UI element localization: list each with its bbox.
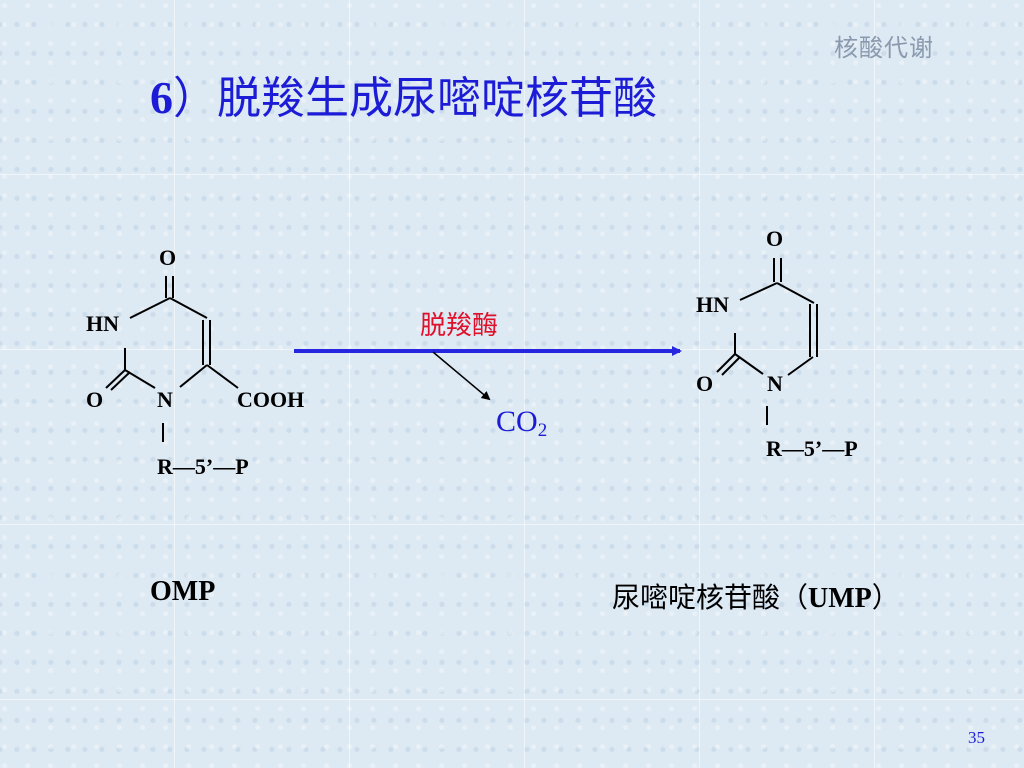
corner-section-label: 核酸代谢 — [834, 34, 934, 62]
ump-ring-bonds — [716, 258, 818, 425]
title-number: 6 — [150, 72, 173, 123]
omp-name-label: OMP — [150, 576, 216, 607]
ump-name-cn: 尿嘧啶核苷酸（ — [612, 581, 809, 614]
enzyme-label: 脱羧酶 — [420, 311, 499, 341]
page-number: 35 — [968, 728, 985, 747]
omp-sugar-phosphate: R—5’—P — [157, 454, 249, 479]
ump-sugar-phosphate: R—5’—P — [766, 436, 858, 461]
omp-group-cooh: COOH — [237, 387, 305, 412]
ump-name-label: 尿嘧啶核苷酸（UMP） — [612, 576, 900, 616]
ump-atom-n: N — [767, 371, 783, 396]
slide-title: 6）脱羧生成尿嘧啶核苷酸 — [150, 62, 657, 126]
omp-atom-o-top: O — [159, 245, 177, 270]
co2-subscript: 2 — [537, 420, 548, 441]
co2-main: CO — [496, 405, 538, 438]
ump-abbr: UMP — [808, 583, 872, 614]
omp-ring-bonds — [105, 276, 239, 442]
co2-release-arrow — [432, 351, 491, 401]
ump-atom-o-top: O — [766, 226, 784, 251]
omp-atom-o-left: O — [86, 387, 104, 412]
omp-atom-n: N — [157, 387, 173, 412]
omp-atom-hn: HN — [86, 311, 119, 336]
co2-label: CO2 — [496, 405, 547, 442]
title-text: ）脱羧生成尿嘧啶核苷酸 — [173, 73, 657, 124]
ump-atom-hn: HN — [696, 292, 729, 317]
ump-close-paren: ） — [871, 581, 900, 614]
ump-atom-o-left: O — [696, 371, 714, 396]
